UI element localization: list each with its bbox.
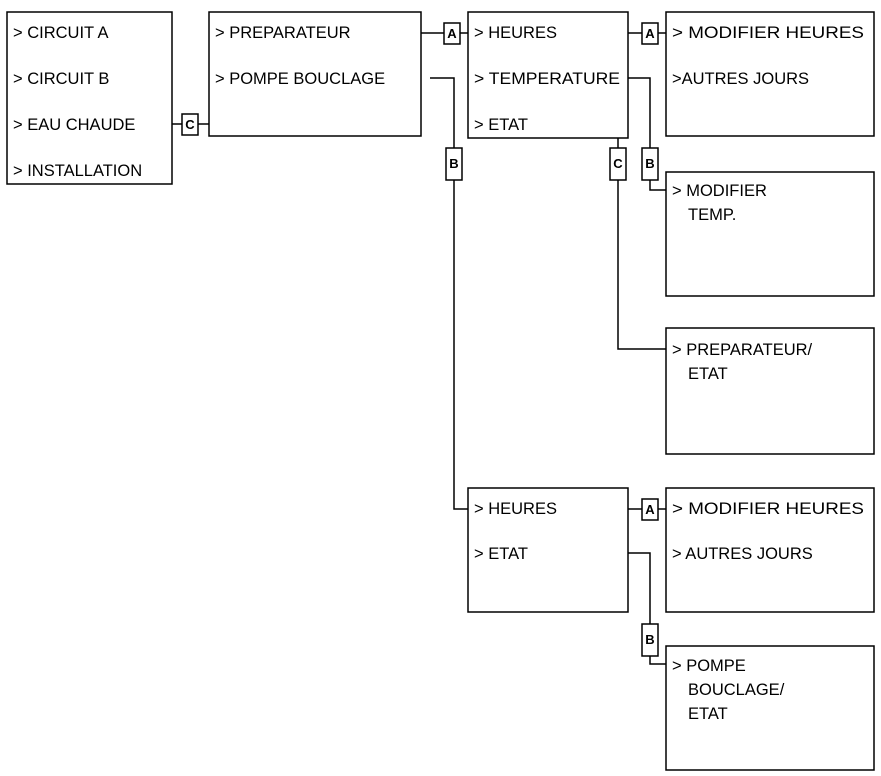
- connector-lines: [172, 32, 666, 665]
- menu-item-heures[interactable]: > HEURES: [474, 24, 557, 42]
- key-tag-label: C: [185, 117, 195, 132]
- menu-item-installation[interactable]: > INSTALLATION: [13, 162, 142, 180]
- menu-item-preparateur-etat-line2: ETAT: [688, 365, 728, 383]
- menu-item-circuit-a[interactable]: > CIRCUIT A: [13, 24, 109, 42]
- menu-item-autres-jours[interactable]: >AUTRES JOURS: [672, 70, 809, 88]
- menu-preparateur-etat: > PREPARATEUR/ ETAT: [665, 327, 875, 455]
- menu-eau-chaude: > PREPARATEUR > POMPE BOUCLAGE: [208, 11, 422, 137]
- menu-item-preparateur[interactable]: > PREPARATEUR: [215, 24, 351, 42]
- key-tag-c-main[interactable]: C: [181, 113, 199, 136]
- key-tag-label: A: [645, 502, 655, 517]
- menu-preparateur-temperature: > MODIFIER TEMP.: [665, 171, 875, 297]
- menu-pompe-heures: > MODIFIER HEURES > AUTRES JOURS: [665, 487, 875, 613]
- menu-pompe-etat: > POMPE BOUCLAGE/ ETAT: [665, 645, 875, 771]
- key-tag-label: A: [645, 26, 655, 41]
- menu-item-pompe-bouclage-etat[interactable]: > POMPE: [672, 657, 746, 675]
- menu-main: > CIRCUIT A > CIRCUIT B > EAU CHAUDE > I…: [6, 11, 173, 185]
- menu-item-pompe-modifier-heures[interactable]: > MODIFIER HEURES: [672, 500, 864, 518]
- menu-item-preparateur-etat[interactable]: > PREPARATEUR/: [672, 341, 813, 359]
- key-tag-a-pompe-heures[interactable]: A: [641, 498, 659, 521]
- key-tag-b-pompe[interactable]: B: [445, 147, 463, 181]
- key-tag-label: B: [645, 632, 654, 647]
- key-tag-b-temperature[interactable]: B: [641, 147, 659, 181]
- menu-pompe-bouclage: > HEURES > ETAT: [467, 487, 629, 613]
- menu-item-modifier-temp-line2: TEMP.: [688, 206, 736, 224]
- key-tag-b-pompe-etat[interactable]: B: [641, 623, 659, 657]
- menu-item-modifier-heures[interactable]: > MODIFIER HEURES: [672, 24, 864, 42]
- menu-item-pompe-bouclage-etat-line2: BOUCLAGE/: [688, 681, 785, 699]
- key-tag-label: C: [613, 156, 623, 171]
- menu-preparateur-heures: > MODIFIER HEURES >AUTRES JOURS: [665, 11, 875, 137]
- menu-item-pompe-etat[interactable]: > ETAT: [474, 545, 528, 563]
- key-tag-label: A: [447, 26, 457, 41]
- menu-item-eau-chaude[interactable]: > EAU CHAUDE: [13, 116, 135, 134]
- menu-item-etat[interactable]: > ETAT: [474, 116, 528, 134]
- menu-item-modifier-temp[interactable]: > MODIFIER: [672, 182, 767, 200]
- key-tag-a-heures[interactable]: A: [641, 22, 659, 45]
- key-tag-c-etat[interactable]: C: [609, 147, 627, 181]
- key-tag-label: B: [645, 156, 654, 171]
- menu-item-temperature[interactable]: > TEMPERATURE: [474, 70, 620, 88]
- menu-item-circuit-b[interactable]: > CIRCUIT B: [13, 70, 109, 88]
- menu-item-pompe-bouclage[interactable]: > POMPE BOUCLAGE: [215, 70, 385, 88]
- key-tag-label: B: [449, 156, 458, 171]
- key-tag-a-preparateur[interactable]: A: [443, 22, 461, 45]
- menu-item-pompe-bouclage-etat-line3: ETAT: [688, 705, 728, 723]
- menu-preparateur: > HEURES > TEMPERATURE > ETAT: [467, 11, 629, 139]
- menu-item-pompe-autres-jours[interactable]: > AUTRES JOURS: [672, 545, 813, 563]
- menu-item-pompe-heures[interactable]: > HEURES: [474, 500, 557, 518]
